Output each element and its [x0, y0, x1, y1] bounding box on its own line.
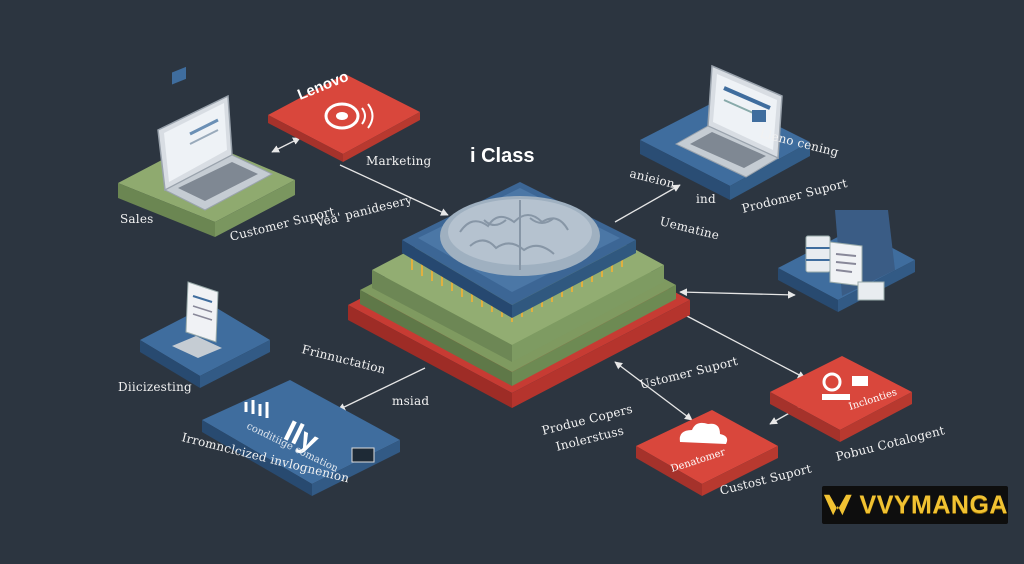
brain-icon [440, 196, 600, 276]
arrow-sales-to-lenovo [271, 137, 301, 153]
document-tile [140, 281, 270, 388]
arrow-marketing-to-chip [339, 164, 449, 216]
document-icon [829, 241, 885, 301]
arrow-chip-to-inclonties [684, 314, 806, 379]
lenovo-tile [268, 74, 420, 162]
cloud-icon [679, 422, 728, 444]
label-msiad: msiad [392, 394, 430, 408]
label-dicizesting: Diicizesting [118, 380, 192, 394]
connector-arrows [271, 137, 806, 425]
laptop-icon [674, 64, 783, 178]
arrow-chip-to-laptop-right [614, 184, 681, 223]
label-marketing: Marketing [366, 154, 432, 168]
arrow-chip-to-graphic [337, 367, 426, 411]
document-icon [172, 281, 222, 358]
user-icon [822, 372, 868, 400]
chart-bars-icon [244, 400, 269, 418]
speaker-icon [324, 102, 374, 130]
inclonties-tile [770, 356, 912, 442]
watermark-text: VVYMANGA [859, 490, 1008, 519]
arrow-chip-to-server [679, 288, 796, 299]
label-ind: ind [696, 192, 716, 206]
denatomer-tile [636, 410, 778, 496]
server-icon [805, 235, 831, 273]
logo-chevron-icon [823, 494, 852, 516]
label-sales: Sales [120, 212, 154, 226]
sales-laptop-tile [118, 66, 295, 237]
server-tile [778, 210, 915, 312]
laptop-icon [157, 66, 274, 211]
support-laptop-tile [640, 64, 810, 200]
arrow-chip-to-denatomer [614, 361, 693, 421]
central-chip-stack [348, 182, 690, 408]
watermark-badge: VVYMANGA [822, 486, 1008, 524]
graphic-tile: Ily conditiige comation [202, 380, 400, 496]
diagram-title: i Class [470, 145, 535, 167]
